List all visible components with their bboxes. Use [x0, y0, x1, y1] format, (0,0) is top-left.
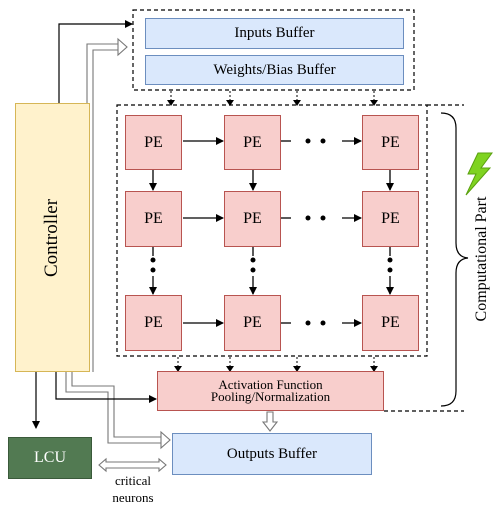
activation-label: Activation Function	[218, 377, 323, 392]
critical-neurons-label: critical neurons	[112, 473, 154, 505]
pe-m-1: PE	[125, 295, 182, 351]
lcu-label: LCU	[34, 449, 66, 466]
lightning-bolt-icon	[465, 152, 493, 196]
pe-2-2: PE	[224, 191, 281, 247]
computational-part-label: Computational Part	[473, 196, 490, 322]
controller-label: Controller	[41, 198, 63, 277]
outputs-buffer-label: Outputs Buffer	[226, 445, 318, 462]
pe-m-2: PE	[224, 295, 281, 351]
pooling-label: Pooling/Normalization	[210, 389, 331, 404]
pe-array-outline	[116, 104, 428, 357]
controller: Controller	[15, 103, 90, 372]
inputs-buffer-label: Inputs Buffer	[234, 25, 315, 41]
buffer-group-outline	[132, 9, 415, 91]
weights-bias-buffer: Weights/Bias Buffer	[145, 55, 404, 85]
weights-bias-buffer-label: Weights/Bias Buffer	[213, 61, 336, 78]
pe-m-n: PE	[362, 295, 419, 351]
computational-part-brace	[440, 112, 469, 407]
pe-1-n: PE	[362, 115, 419, 170]
pe-2-n: PE	[362, 191, 419, 247]
inputs-buffer: Inputs Buffer	[145, 18, 404, 49]
outputs-buffer: Outputs Buffer	[172, 433, 372, 475]
pe-1-2: PE	[224, 115, 281, 170]
lcu-block: LCU	[8, 437, 92, 479]
activation-pooling-block: Activation Function Pooling/Normalizatio…	[157, 371, 384, 411]
pe-1-1: PE	[125, 115, 182, 170]
pe-2-1: PE	[125, 191, 182, 247]
